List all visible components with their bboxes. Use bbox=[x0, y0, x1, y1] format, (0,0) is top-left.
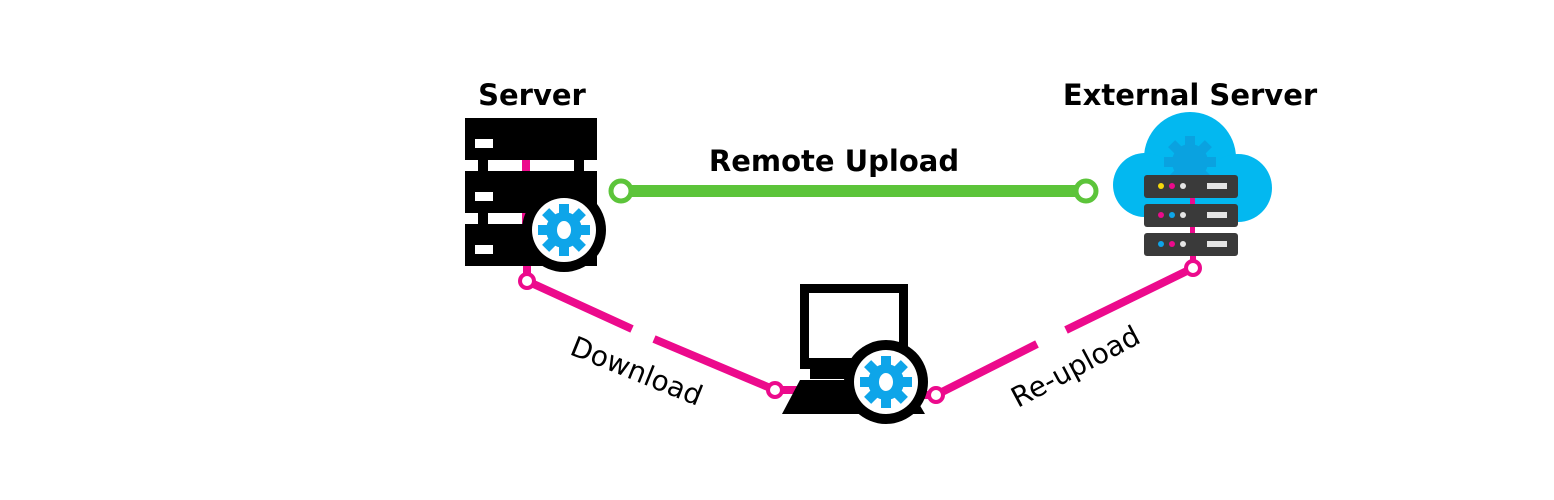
download-connector bbox=[518, 260, 800, 399]
reupload-connector bbox=[916, 250, 1202, 404]
remote-upload-label: Remote Upload bbox=[709, 144, 959, 178]
download-label: Download bbox=[566, 330, 707, 413]
server-gear-icon bbox=[538, 204, 590, 256]
reupload-label: Re-upload bbox=[1006, 319, 1146, 414]
cloud-server-rack-icon bbox=[1144, 175, 1238, 256]
computer-gear-icon bbox=[860, 356, 912, 408]
remote-upload-connector bbox=[608, 178, 1099, 204]
server-title: Server bbox=[478, 78, 586, 112]
server-rack-icon bbox=[465, 118, 606, 272]
external-server-title: External Server bbox=[1063, 78, 1318, 112]
computer-icon bbox=[782, 284, 928, 424]
